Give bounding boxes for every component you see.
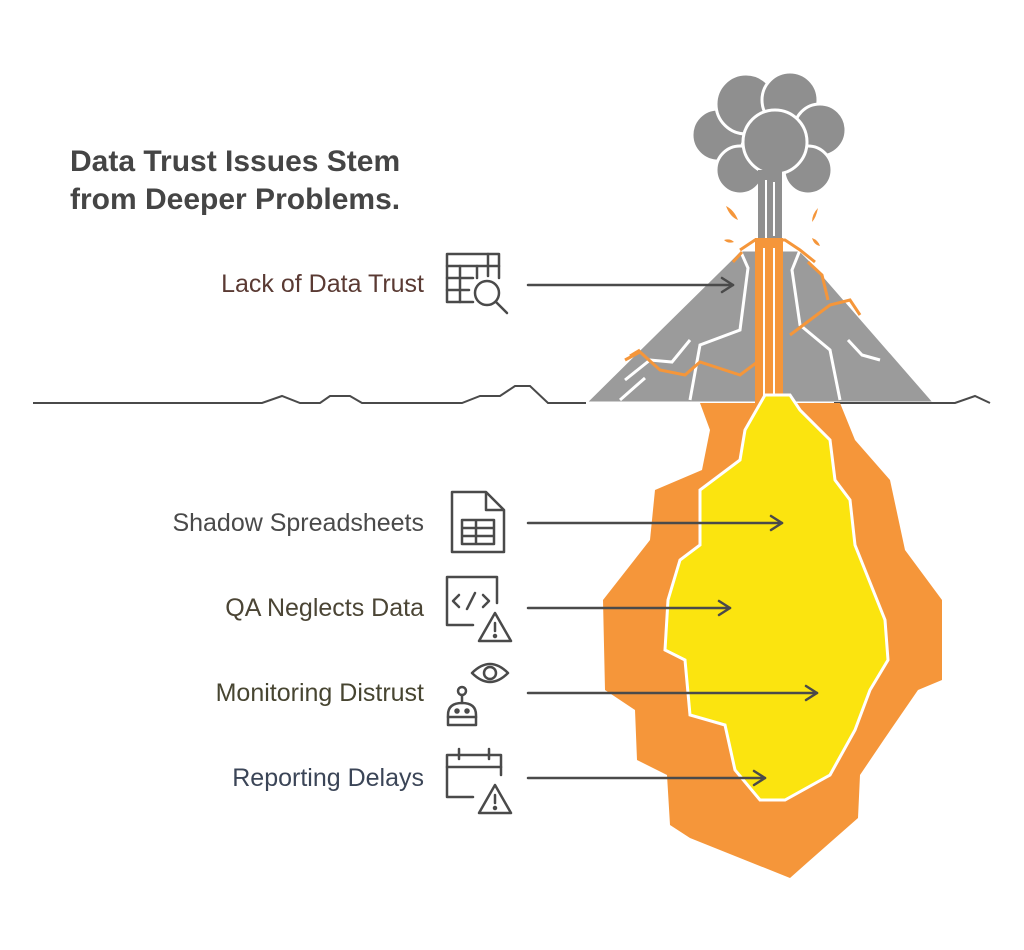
lava-streams	[624, 238, 862, 377]
label-lack-of-data-trust: Lack of Data Trust	[221, 270, 424, 298]
magma-conduit	[755, 238, 783, 408]
label-qa-neglects-data: QA Neglects Data	[225, 594, 424, 622]
arrow-monitoring-distrust	[526, 684, 819, 702]
arrow-lack-of-data-trust	[526, 276, 735, 294]
magma-chamber	[603, 393, 942, 878]
robot-eye-icon	[446, 662, 510, 727]
ground-line-right	[834, 394, 991, 404]
lava-sparks	[724, 206, 820, 246]
label-monitoring-distrust: Monitoring Distrust	[215, 679, 424, 707]
title-line-2: from Deeper Problems.	[70, 183, 401, 216]
code-warning-icon	[445, 575, 513, 643]
calendar-warning-icon	[445, 747, 513, 815]
pointer-arrows	[526, 276, 819, 787]
page-title: Data Trust Issues Stem from Deeper Probl…	[70, 143, 490, 219]
label-shadow-spreadsheets: Shadow Spreadsheets	[172, 509, 424, 537]
arrow-qa-neglects-data	[526, 599, 732, 617]
title-line-1: Data Trust Issues Stem	[70, 145, 401, 178]
arrow-reporting-delays	[526, 769, 767, 787]
spreadsheet-file-icon	[450, 490, 506, 554]
arrow-shadow-spreadsheets	[526, 514, 784, 532]
ground-line	[33, 385, 586, 404]
table-search-icon	[445, 252, 509, 315]
smoke-column	[758, 170, 782, 240]
label-reporting-delays: Reporting Delays	[232, 764, 424, 792]
smoke-cloud	[690, 70, 848, 196]
